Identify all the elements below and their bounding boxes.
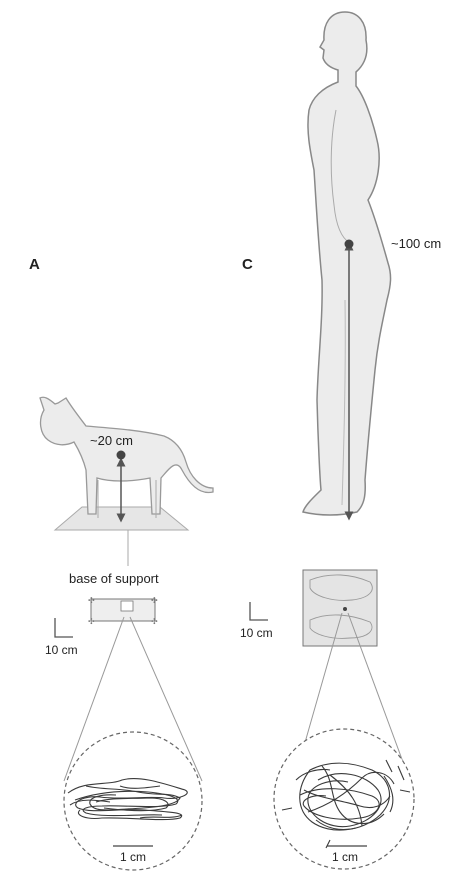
cat-com-marker: [117, 451, 126, 460]
human-scale-bar: [250, 602, 268, 620]
panel-c-label: C: [242, 256, 253, 273]
human-base-rect: [303, 570, 377, 646]
cat-scale-bar: [55, 618, 73, 637]
cat-scale-label: 10 cm: [45, 643, 78, 657]
cat-base-rect: ✣ ✣ ✣ ✣: [88, 596, 158, 626]
human-figure: [303, 12, 391, 515]
cat-figure: [40, 397, 213, 518]
panel-a-label: A: [29, 256, 40, 273]
human-height-label: ~100 cm: [391, 236, 441, 251]
base-of-support-label: base of support: [69, 571, 159, 586]
svg-text:✣: ✣: [151, 596, 158, 605]
human-scale-label: 10 cm: [240, 626, 273, 640]
svg-text:✣: ✣: [88, 596, 95, 605]
svg-text:✣: ✣: [151, 617, 158, 626]
human-com-marker: [345, 240, 354, 249]
human-zoom-scale-label: 1 cm: [332, 850, 358, 864]
cat-zoom-scale-label: 1 cm: [120, 850, 146, 864]
cat-height-label: ~20 cm: [90, 433, 133, 448]
svg-text:✣: ✣: [88, 617, 95, 626]
